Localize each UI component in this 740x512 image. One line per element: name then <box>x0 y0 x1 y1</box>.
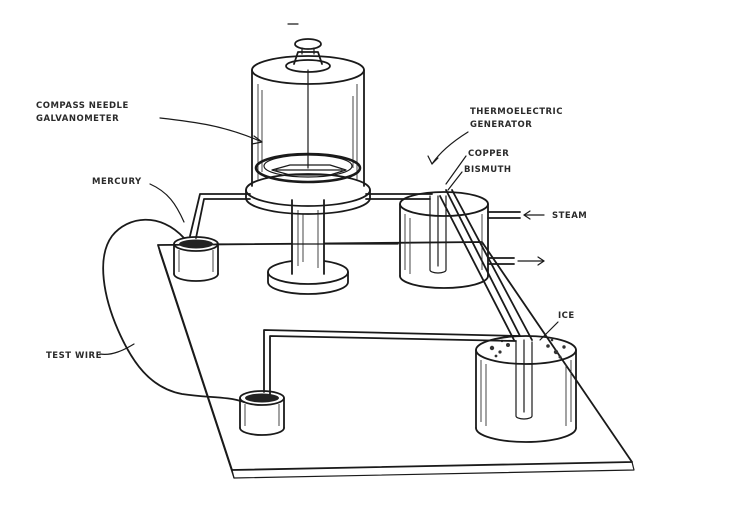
label-ice: ICE <box>558 311 575 321</box>
mercury-cup-lower <box>239 390 285 436</box>
label-mercury: MERCURY <box>92 177 142 187</box>
base-board <box>157 241 635 479</box>
label-copper: COPPER <box>468 149 509 159</box>
mercury-cup <box>173 236 219 282</box>
label-thermo-line1: THERMOELECTRIC <box>470 107 563 117</box>
label-thermo-line2: GENERATOR <box>470 120 532 130</box>
label-bismuth: BISMUTH <box>464 165 512 175</box>
conductor-wires <box>189 189 533 395</box>
galvanometer-stand <box>267 199 349 295</box>
ice-cup <box>475 335 577 443</box>
label-galvanometer-line2: GALVANOMETER <box>36 114 119 124</box>
label-galvanometer-line1: COMPASS NEEDLE <box>36 101 129 111</box>
compass-needle-galvanometer <box>245 23 371 215</box>
test-wire <box>102 218 245 403</box>
label-steam: STEAM <box>552 211 587 221</box>
labels: COMPASS NEEDLE GALVANOMETER THERMOELECTR… <box>36 101 587 361</box>
label-test-wire: TEST WIRE <box>46 351 102 361</box>
leader-lines <box>99 117 559 355</box>
